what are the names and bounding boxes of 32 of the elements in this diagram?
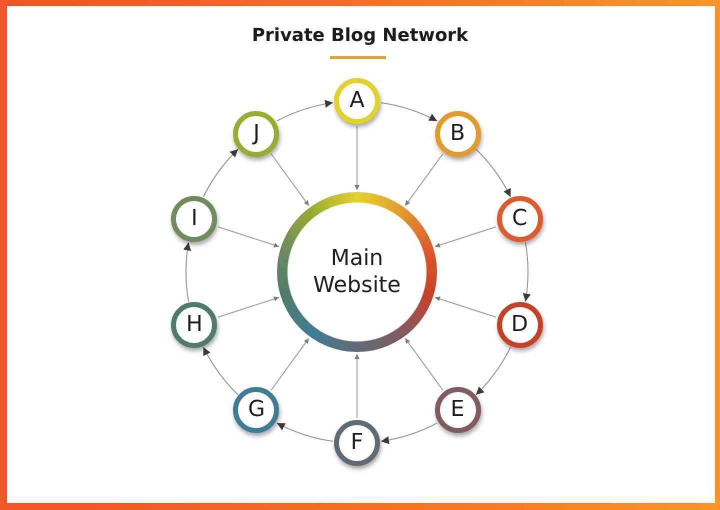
diagram-title: Private Blog Network xyxy=(250,24,470,48)
arrow xyxy=(434,226,496,248)
curved-arrow xyxy=(202,346,239,396)
curved-arrow xyxy=(380,102,438,122)
arrow xyxy=(404,153,444,206)
arrow xyxy=(354,126,360,190)
arrow xyxy=(218,296,280,318)
node-label: I xyxy=(191,206,198,232)
node-label: F xyxy=(350,430,364,456)
curved-arrow xyxy=(475,346,512,396)
node-label: J xyxy=(253,120,260,147)
curved-arrow xyxy=(522,242,530,302)
node-label: C xyxy=(512,206,528,232)
curved-arrow xyxy=(276,100,334,122)
curved-arrow xyxy=(184,242,192,302)
curved-arrow xyxy=(475,148,512,198)
arrow xyxy=(354,354,360,418)
curved-arrow xyxy=(276,422,334,442)
node-label: A xyxy=(349,88,365,114)
arrow xyxy=(270,338,310,391)
arrow xyxy=(218,226,280,248)
node-label: D xyxy=(511,312,528,338)
arrow xyxy=(270,153,310,206)
arrow xyxy=(434,296,496,318)
node-label: E xyxy=(450,397,464,424)
node-label: B xyxy=(450,120,466,147)
curved-arrow xyxy=(380,422,438,444)
node-label: H xyxy=(186,312,203,338)
curved-arrow xyxy=(202,148,239,198)
arrow xyxy=(404,338,444,391)
node-label: G xyxy=(248,397,266,424)
node-label: Main Website xyxy=(312,245,402,299)
